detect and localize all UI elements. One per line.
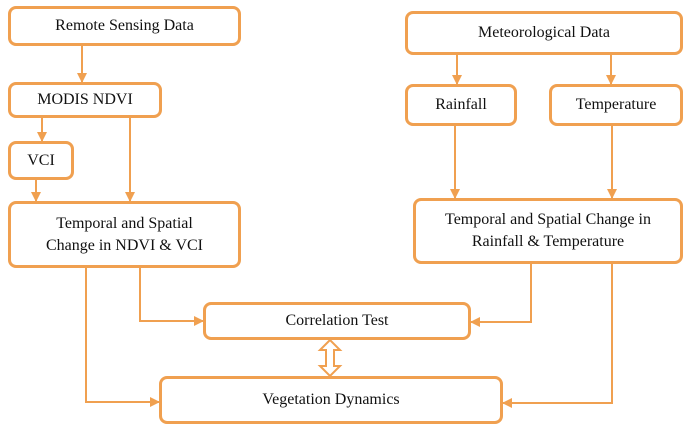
node-label: Temperature (575, 96, 657, 114)
node-remote-sensing-data: Remote Sensing Data (8, 6, 241, 46)
node-vci: VCI (8, 141, 74, 180)
node-label: Remote Sensing Data (55, 17, 194, 35)
node-vegetation-dynamics: Vegetation Dynamics (159, 376, 503, 424)
node-correlation-test: Correlation Test (203, 302, 471, 340)
node-label: Rainfall (435, 96, 487, 114)
node-label: VCI (27, 151, 55, 169)
node-label: Temporal and Spatial Change in NDVI & VC… (45, 214, 204, 254)
node-temperature: Temperature (549, 84, 683, 126)
node-label: Meteorological Data (478, 24, 610, 42)
arrow-temporal-rain-to-correlation (470, 264, 532, 327)
node-label: MODIS NDVI (37, 91, 133, 109)
node-temporal-rainfall-temperature: Temporal and Spatial Change in Rainfall … (413, 198, 683, 264)
node-label: Correlation Test (285, 312, 389, 330)
node-rainfall: Rainfall (405, 84, 517, 126)
node-temporal-ndvi-vci: Temporal and Spatial Change in NDVI & VC… (8, 201, 241, 268)
node-label: Vegetation Dynamics (262, 391, 400, 409)
node-meteorological-data: Meteorological Data (405, 11, 683, 55)
node-modis-ndvi: MODIS NDVI (8, 82, 162, 118)
node-label: Temporal and Spatial Change in Rainfall … (445, 211, 651, 250)
arrow-temporal-ndvi-to-vegetation (85, 268, 160, 407)
arrow-temporal-ndvi-to-correlation (139, 268, 204, 326)
arrow-temporal-rain-to-vegetation (502, 264, 613, 408)
double-arrow-correlation-vegetation (317, 338, 343, 378)
